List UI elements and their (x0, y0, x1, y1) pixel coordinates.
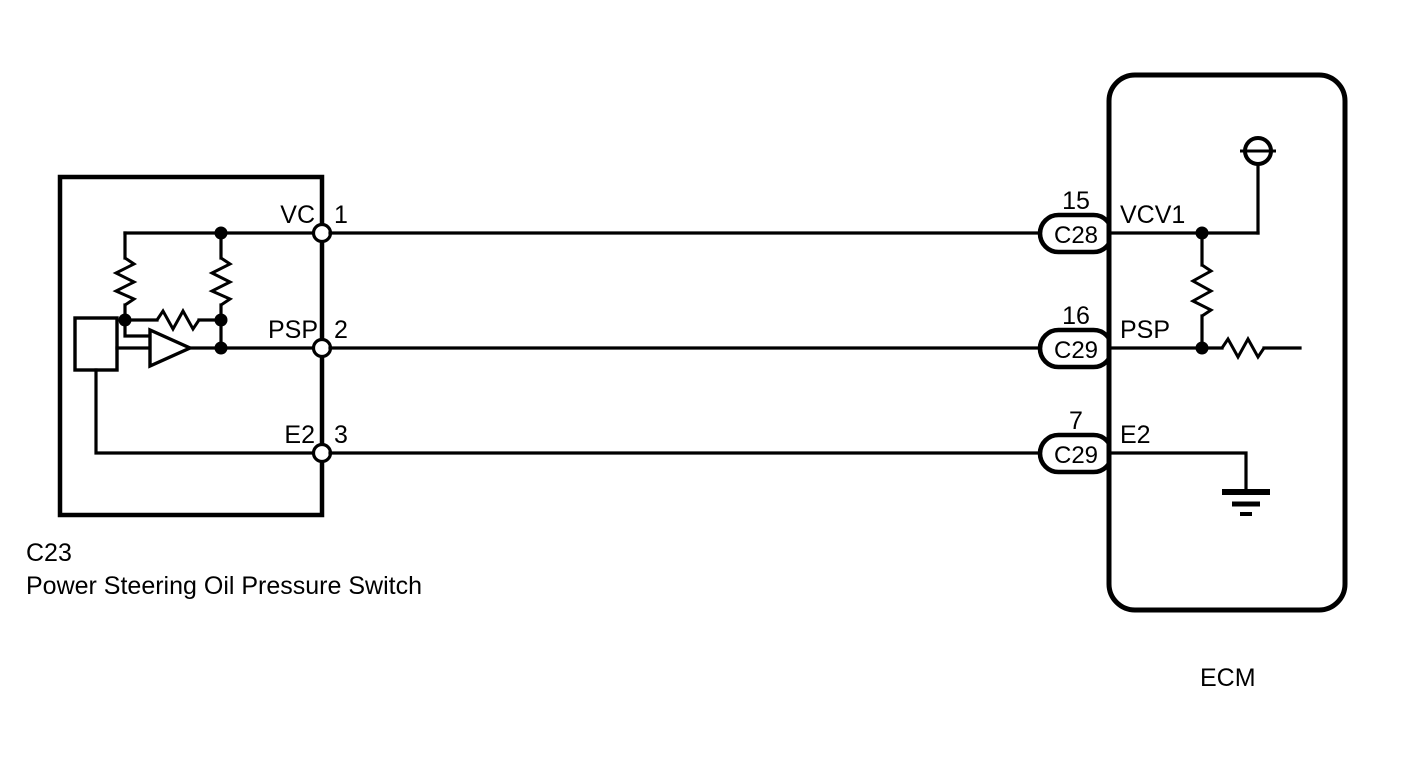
terminal-label-vcv1: VCV1 (1120, 201, 1185, 229)
resistor-mid-zigzag (155, 307, 201, 333)
junction-dot-psp-ecm (1195, 341, 1209, 355)
captions: C23 Power Steering Oil Pressure Switch E… (26, 539, 1256, 692)
left-component-switch: VC PSP E2 (57, 174, 325, 518)
pin-number-1: 1 (334, 201, 348, 229)
connector-pin-number-16: 16 (1062, 302, 1090, 330)
amplifier-triangle (148, 327, 195, 369)
terminal-label-e2-left: E2 (284, 421, 315, 449)
junction-dot-right-mid (214, 313, 228, 327)
ecm-caption-label: ECM (1200, 664, 1256, 692)
connector-pin-number-15: 15 (1062, 187, 1090, 215)
pin-number-2: 2 (334, 316, 348, 344)
pin-terminal-2[interactable] (311, 337, 333, 359)
resistor-left-zigzag (112, 256, 138, 307)
junction-dot-psp (214, 341, 228, 355)
series-resistor-zigzag (1220, 335, 1266, 361)
pressure-sensor-block (73, 316, 119, 372)
connector-id-badges: C28 15 C29 16 C29 7 (1037, 187, 1115, 475)
pin-number-3: 3 (334, 421, 348, 449)
pin-terminal-3[interactable] (311, 442, 333, 464)
switch-pin-terminals: 1 2 3 (311, 201, 348, 464)
connector-id-c29-e2: C29 (1054, 442, 1098, 469)
e2-internal-rail (1107, 451, 1248, 494)
terminal-label-psp-right: PSP (1120, 316, 1170, 344)
harness-wires (328, 231, 1111, 455)
resistor-right-zigzag (208, 256, 234, 307)
terminal-label-vc: VC (280, 201, 315, 229)
sensor-ground-lead (94, 368, 324, 455)
pullup-resistor-zigzag (1189, 263, 1215, 318)
connector-id-c28: C28 (1054, 222, 1098, 249)
terminal-label-e2-right: E2 (1120, 421, 1151, 449)
left-caption-connector-id: C23 (26, 539, 72, 567)
terminal-label-psp-left: PSP (268, 316, 318, 344)
right-component-ecm: VCV1 PSP E2 (1106, 72, 1348, 613)
junction-dot-vcv1 (1195, 226, 1209, 240)
connector-id-c29-psp: C29 (1054, 337, 1098, 364)
left-caption-component-name: Power Steering Oil Pressure Switch (26, 572, 422, 600)
pin-terminal-1[interactable] (311, 222, 333, 244)
connector-pin-number-7: 7 (1069, 407, 1083, 435)
junction-dot-vc (214, 226, 228, 240)
junction-dot-left-mid (118, 313, 132, 327)
